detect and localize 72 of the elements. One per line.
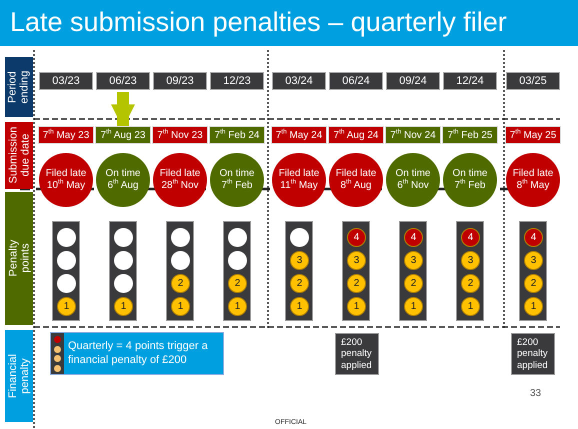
due-date-box: 7$^{th}$ May 25 — [505, 126, 561, 144]
period-box: 03/25 — [506, 72, 560, 90]
due-date-box: 7$^{th}$ Nov 24 — [385, 126, 441, 144]
penalty-point-marker: 2 — [228, 274, 247, 293]
due-date-box: 7$^{th}$ Nov 23 — [152, 126, 208, 144]
period-box: 09/24 — [386, 72, 440, 90]
due-date-box: 7$^{th}$ Feb 24 — [209, 126, 265, 144]
penalty-applied-box: £200 penalty applied — [335, 333, 379, 375]
penalty-applied-box: £200 penalty applied — [511, 333, 555, 375]
traffic-light-panel — [456, 221, 484, 321]
penalty-point-marker: 1 — [347, 297, 366, 316]
traffic-light-panel — [109, 221, 137, 321]
traffic-light-panel — [342, 221, 370, 321]
penalty-point-marker: 1 — [114, 297, 133, 316]
traffic-light-panel — [519, 221, 547, 321]
arrow — [111, 92, 135, 128]
penalty-point-marker: 4 — [404, 228, 423, 247]
traffic-light-panel — [52, 221, 80, 321]
due-date-box: 7$^{th}$ Feb 25 — [442, 126, 498, 144]
due-date-box: 7$^{th}$ Aug 24 — [328, 126, 384, 144]
due-date-box: 7$^{th}$ May 23 — [38, 126, 94, 144]
period-box: 06/23 — [96, 72, 150, 90]
penalty-point-marker: 3 — [290, 251, 309, 270]
period-box: 12/23 — [210, 72, 264, 90]
penalty-point-marker: 1 — [461, 297, 480, 316]
penalty-point-marker: 2 — [171, 274, 190, 293]
penalty-point-marker: 4 — [461, 228, 480, 247]
period-box: 09/23 — [153, 72, 207, 90]
status-circle: On time 7$^{th}$ Feb — [443, 153, 497, 207]
penalty-point-marker: 4 — [347, 228, 366, 247]
period-box: 12/24 — [443, 72, 497, 90]
info-text: Quarterly = 4 points trigger a financial penalty of £200 — [68, 339, 209, 368]
penalty-point-marker: 2 — [461, 274, 480, 293]
status-circle: On time 6$^{th}$ Aug — [96, 153, 150, 207]
penalty-point-marker: 2 — [524, 274, 543, 293]
status-circle: Filed late 28$^{th}$ Nov — [153, 153, 207, 207]
penalty-point-marker: 2 — [347, 274, 366, 293]
due-date-box: 7$^{th}$ Aug 23 — [95, 126, 151, 144]
period-box: 06/24 — [329, 72, 383, 90]
submission-due-date-header: Submission due date — [5, 122, 33, 189]
status-circle: On time 6$^{th}$ Nov — [386, 153, 440, 207]
status-circle: Filed late 10$^{th}$ May — [39, 153, 93, 207]
financial-penalty-header: Financial penalty — [5, 330, 33, 422]
title-bar: Late submission penalties – quarterly filer — [0, 0, 578, 46]
status-circle: On time 7$^{th}$ Feb — [210, 153, 264, 207]
info-box — [50, 332, 224, 375]
penalty-point-marker: 1 — [290, 297, 309, 316]
penalty-point-marker: 1 — [524, 297, 543, 316]
status-circle: Filed late 8$^{th}$ May — [506, 153, 560, 207]
traffic-light-panel — [166, 221, 194, 321]
penalty-point-marker: 1 — [228, 297, 247, 316]
status-circle: Filed late 11$^{th}$ May — [272, 153, 326, 207]
penalty-point-marker: 2 — [404, 274, 423, 293]
traffic-light-panel — [223, 221, 251, 321]
period-ending-header: Period ending — [5, 57, 33, 117]
traffic-light-panel — [399, 221, 427, 321]
penalty-point-marker: 3 — [347, 251, 366, 270]
page-number: 33 — [530, 388, 542, 399]
penalty-point-marker: 4 — [524, 228, 543, 247]
penalty-point-marker: 3 — [404, 251, 423, 270]
traffic-light-panel — [285, 221, 313, 321]
period-box: 03/24 — [272, 72, 326, 90]
penalty-point-marker: 3 — [461, 251, 480, 270]
penalty-point-marker: 1 — [404, 297, 423, 316]
penalty-point-marker: 1 — [171, 297, 190, 316]
penalty-point-marker: 1 — [57, 297, 76, 316]
penalty-point-marker: 2 — [290, 274, 309, 293]
penalty-points-header: Penalty points — [5, 192, 33, 325]
penalty-point-marker: 3 — [524, 251, 543, 270]
status-circle: Filed late 8$^{th}$ Aug — [329, 153, 383, 207]
due-date-box: 7$^{th}$ May 24 — [271, 126, 327, 144]
period-box: 03/23 — [39, 72, 93, 90]
